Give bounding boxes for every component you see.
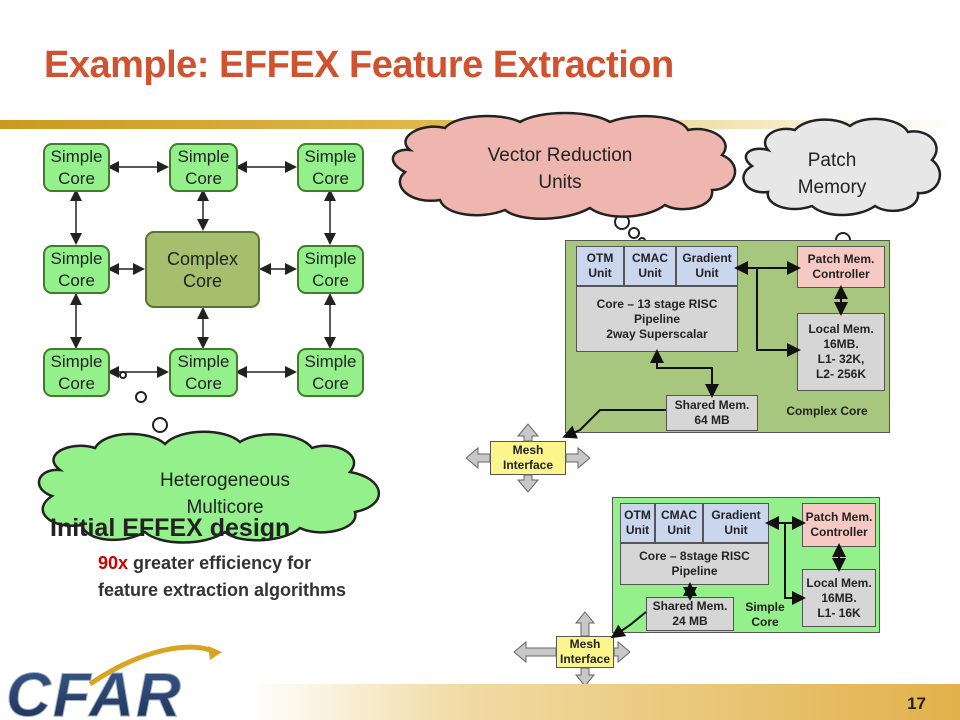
vector-reduction-cloud	[391, 111, 737, 220]
patch-mem-controller: Patch Mem.Controller	[797, 246, 885, 288]
patch-mem-controller: Patch Mem.Controller	[802, 503, 876, 547]
footer-bar	[250, 684, 960, 720]
page-number: 17	[907, 694, 926, 713]
heterogeneous-cloud	[37, 430, 380, 544]
patch-memory-cloud	[742, 117, 942, 217]
efficiency-highlight: 90x	[98, 553, 129, 573]
shared-mem: Shared Mem.64 MB	[666, 395, 758, 431]
design-heading: Initial EFFEX design	[50, 514, 291, 542]
cfar-logo: CFAR	[6, 644, 222, 720]
page-title: Example: EFFEX Feature Extraction	[44, 44, 674, 86]
design-description: 90x greater efficiency for feature extra…	[98, 553, 347, 600]
complex-core-label: Complex Core	[786, 404, 868, 418]
shared-mem: Shared Mem.24 MB	[646, 597, 734, 631]
local-mem: Local Mem.16MB.L1- 16K	[802, 569, 876, 627]
svg-text:CFAR: CFAR	[6, 661, 183, 720]
